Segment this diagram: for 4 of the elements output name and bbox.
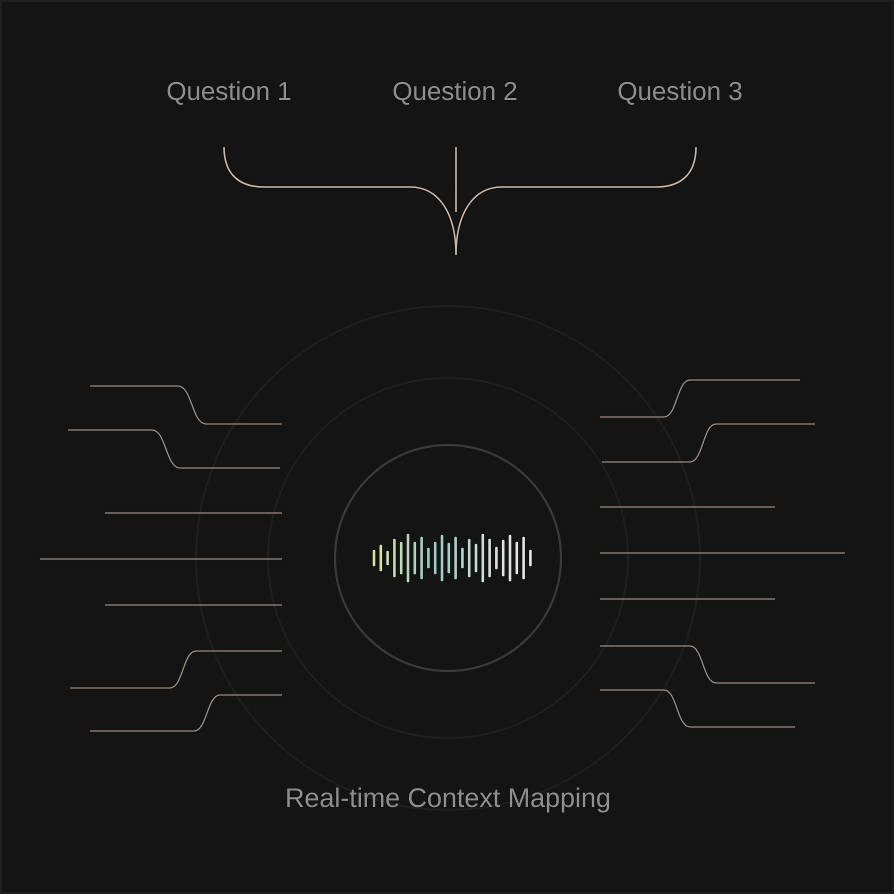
caption: Real-time Context Mapping (287, 787, 610, 813)
question-label: Question 2 (394, 81, 516, 105)
question-label: Question 1 (168, 81, 290, 105)
question-label: Question 3 (618, 81, 742, 105)
